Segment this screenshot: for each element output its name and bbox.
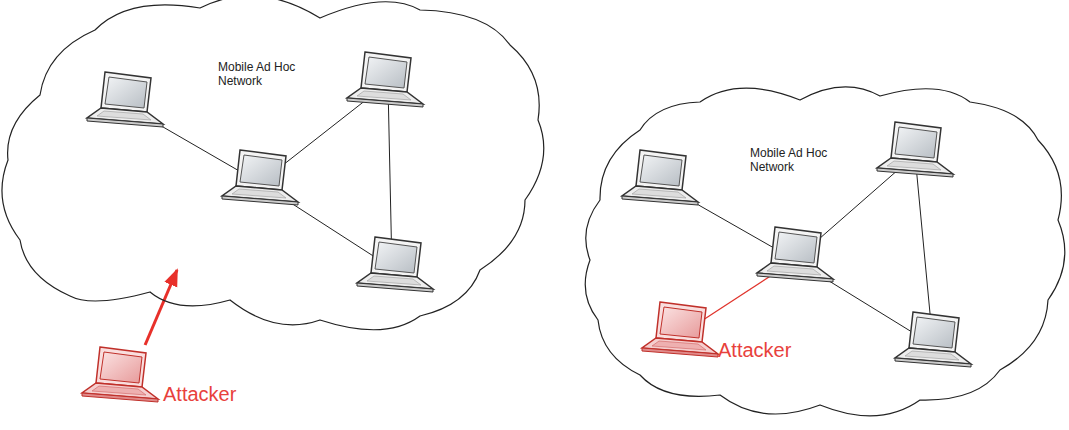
attacker-node: Attacker	[78, 345, 240, 411]
cloud-outline	[585, 90, 1069, 430]
network-label: Mobile Ad Hoc Network	[750, 146, 842, 174]
attacker-laptop-icon	[82, 347, 158, 402]
network-links	[125, 85, 395, 270]
cloud-path	[585, 87, 1065, 416]
laptop-icon	[877, 122, 953, 177]
laptop-icon	[357, 237, 433, 292]
attacker-label: Attacker	[718, 338, 791, 362]
attacker-node: Attacker	[638, 298, 795, 366]
laptop-icon	[757, 227, 833, 282]
laptop-icon	[222, 150, 298, 205]
network-label: Mobile Ad Hoc Network	[218, 60, 310, 88]
laptop-icon	[347, 52, 423, 107]
attack-arrow	[145, 270, 177, 345]
cloud-path	[2, 0, 544, 330]
laptop-icon	[87, 72, 163, 127]
laptop-icon	[895, 312, 971, 367]
network-cloud: Mobile Ad Hoc NetworkAttacker	[585, 90, 1069, 430]
cloud-outline	[0, 0, 548, 334]
attacker-laptop-icon	[642, 302, 718, 357]
attacker-label: Attacker	[163, 382, 236, 406]
network-cloud: Mobile Ad Hoc Network	[0, 0, 548, 334]
laptop-icon	[622, 150, 698, 205]
